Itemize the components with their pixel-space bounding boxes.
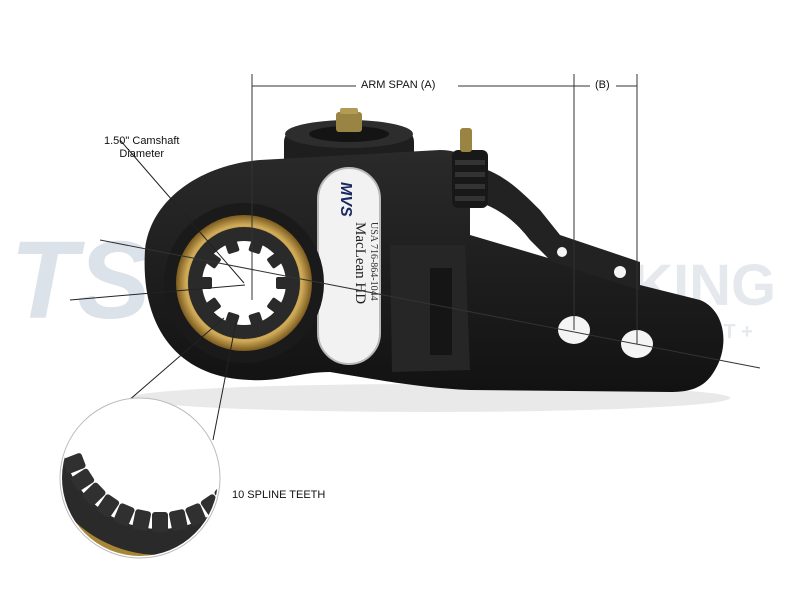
plate-logo: MVS [337, 182, 354, 217]
camshaft-diameter-label: 1.50" Camshaft Diameter [104, 135, 179, 161]
zoom-spline-tooth [62, 453, 86, 474]
spline-detail-zoom [59, 397, 261, 559]
spline-tooth [196, 277, 212, 289]
zoom-spline-tooth [239, 436, 261, 455]
spline-tooth [202, 250, 221, 269]
zoom-spline-tooth [132, 509, 152, 532]
watermark-ts: TS [10, 219, 151, 342]
actuator-rod [452, 128, 640, 290]
spline-teeth-label: 10 SPLINE TEETH [232, 489, 326, 501]
arm-span-label: ARM SPAN (A) [358, 79, 439, 91]
zoom-leader-1 [119, 317, 225, 409]
zoom-teeth [62, 436, 261, 532]
fitting-icon [460, 128, 472, 152]
spline-teeth [196, 236, 292, 330]
zoom-spline-tooth [96, 494, 120, 518]
grease-nut-icon [336, 112, 362, 132]
spline-tooth [276, 277, 292, 289]
zoom-spline-tooth [113, 503, 135, 527]
zoom-spline-tooth [152, 512, 168, 532]
plate-brand: MacLean HD [352, 222, 368, 304]
camshaft-label-line1: 1.50" Camshaft [104, 135, 180, 147]
spline-tooth [248, 312, 265, 330]
spline-tooth [202, 297, 221, 316]
spline-tooth [223, 236, 240, 254]
zoom-spline-tooth [185, 503, 207, 527]
zoom-spline-tooth [70, 468, 95, 491]
plate-phone: USA 716-864-1044 [368, 222, 379, 301]
b-dimension-label: (B) [592, 79, 613, 91]
dimension-lines [69, 74, 761, 441]
zoom-leader-2 [212, 321, 237, 441]
bracket-hole [614, 266, 626, 278]
centerline [99, 239, 761, 369]
zoom-spline-tooth [82, 482, 106, 506]
spline-tooth [248, 236, 265, 254]
zoom-spline-tooth [168, 509, 188, 532]
product-plate: MVS MacLean HD USA 716-864-1044 [317, 167, 381, 365]
zoom-spline-tooth [234, 452, 258, 474]
camshaft-leader [119, 139, 245, 284]
camshaft-leader-2 [69, 284, 246, 301]
bracket-hole-2 [557, 247, 567, 257]
spline-tooth [267, 250, 286, 269]
camshaft-label-line2: Diameter [119, 148, 165, 160]
spline-tooth [267, 297, 286, 316]
